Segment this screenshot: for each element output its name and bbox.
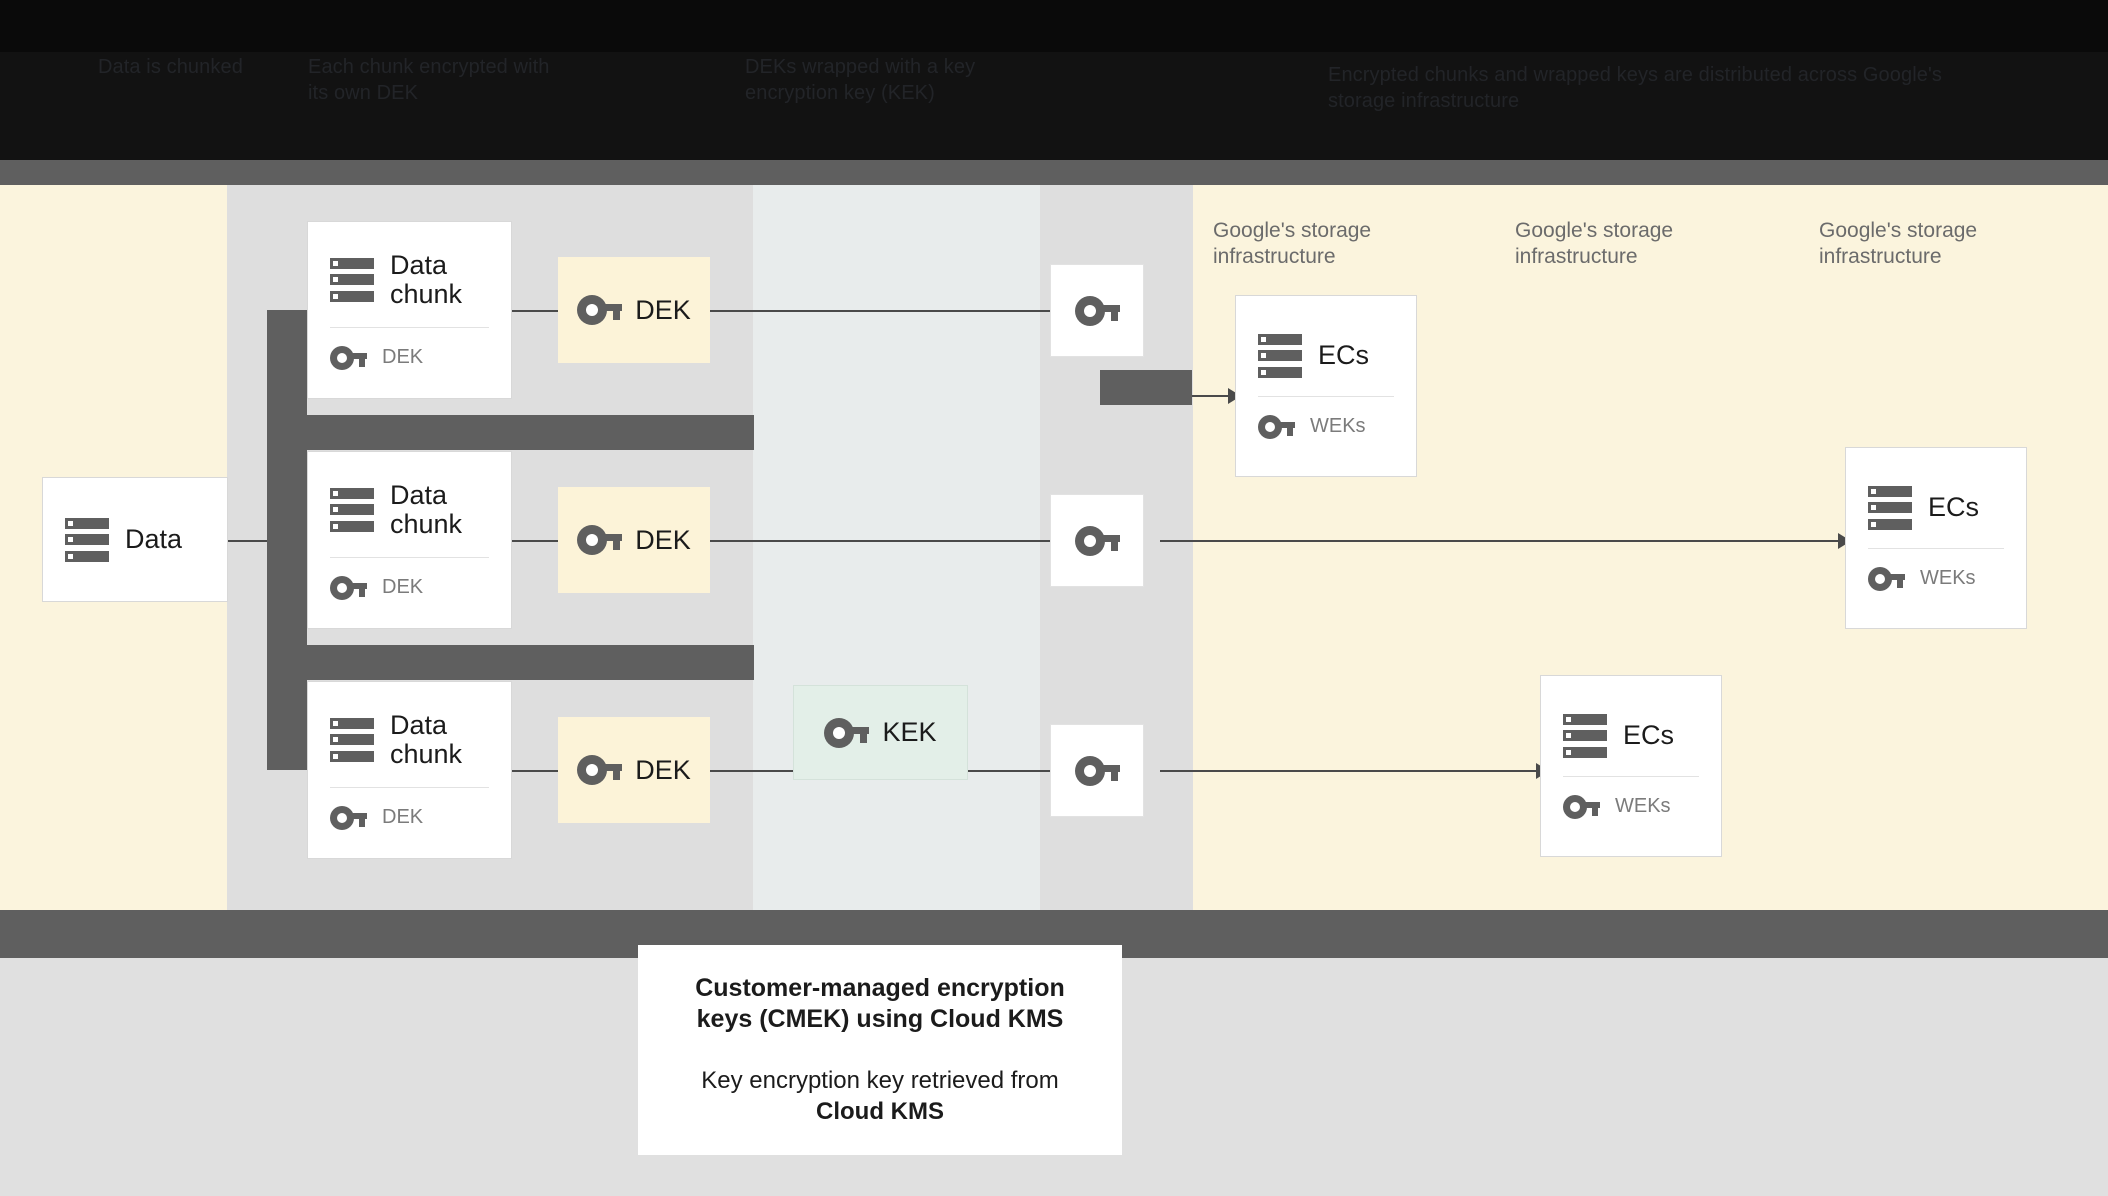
connector-chunk2-to-dek2	[508, 540, 558, 542]
header-column-4: Encrypted chunks and wrapped keys are di…	[1328, 64, 1942, 112]
ecs-2-divider	[1563, 775, 1699, 777]
header-strip: Data is chunked Each chunk encrypted wit…	[0, 0, 2108, 160]
key-icon	[824, 717, 870, 748]
chunk-2-row: Data chunk	[308, 479, 511, 539]
kek-chip-label: KEK	[882, 717, 937, 747]
chunk-1-title: Data chunk	[390, 249, 463, 309]
header-column-3: DEKs wrapped with a key encryption key (…	[745, 56, 976, 104]
ecs-1-title: ECs	[1318, 340, 1370, 370]
caption-subtitle-line1: Key encryption key retrieved from	[701, 1067, 1059, 1094]
dek-chip-3[interactable]: DEK	[558, 717, 710, 823]
highlight-bar-row2	[267, 645, 754, 680]
server-icon	[330, 487, 374, 532]
diagram-canvas: Data Data chunk DEK	[0, 185, 2108, 910]
server-icon	[1563, 713, 1607, 758]
dek-chip-2[interactable]: DEK	[558, 487, 710, 593]
ecs-3-divider	[1868, 547, 2004, 549]
server-icon	[1258, 333, 1302, 378]
chunk-3-row: Data chunk	[308, 709, 511, 769]
connector-chunk1-to-dek1	[508, 310, 558, 312]
wrapped-key-card-1[interactable]	[1050, 264, 1144, 357]
ecs-1-key-row: WEKs	[1236, 414, 1416, 439]
chunk-3-key-label: DEK	[382, 806, 424, 828]
key-icon	[330, 575, 367, 600]
ecs-2-key-row: WEKs	[1541, 794, 1721, 819]
ecs-2-title: ECs	[1623, 720, 1675, 750]
chunk-3-divider	[330, 786, 489, 788]
key-icon	[330, 345, 367, 370]
wrapped-key-card-3[interactable]	[1050, 724, 1144, 817]
ecs-card-2[interactable]: ECs WEKs	[1540, 675, 1722, 857]
chunk-2-divider	[330, 556, 489, 558]
key-icon	[1258, 414, 1295, 439]
trunk-vertical-bar	[267, 310, 307, 770]
wrapped-key-card-2[interactable]	[1050, 494, 1144, 587]
ecs-card-3[interactable]: ECs WEKs	[1845, 447, 2027, 629]
connector-dek1-to-wrap1	[708, 310, 1058, 312]
connector-wrap2-to-ecs3	[1160, 540, 1840, 542]
header-strip-inner	[0, 52, 2108, 160]
connector-kek-to-wrap2	[968, 540, 1058, 542]
top-gray-band	[0, 160, 2108, 185]
dek-chip-1[interactable]: DEK	[558, 257, 710, 363]
dek-chip-1-label: DEK	[635, 294, 691, 325]
ecs-1-divider	[1258, 395, 1394, 397]
key-icon	[330, 805, 367, 830]
data-source-label: Data	[125, 524, 183, 554]
caption-subtitle-line2: Cloud KMS	[816, 1098, 944, 1125]
chunk-2-title: Data chunk	[390, 479, 463, 539]
ecs-1-row: ECs	[1236, 333, 1416, 378]
dek-chip-3-label: DEK	[635, 754, 691, 785]
highlight-bar-wrap1	[1100, 370, 1192, 405]
dek-chip-2-label: DEK	[635, 524, 691, 555]
ecs-3-key-row: WEKs	[1846, 566, 2026, 591]
server-icon	[65, 517, 109, 562]
caption-subtitle: Key encryption key retrieved from Cloud …	[701, 1065, 1058, 1127]
ecs-3-row: ECs	[1846, 485, 2026, 530]
key-icon	[1075, 755, 1120, 786]
header-column-2: Each chunk encrypted with its own DEK	[308, 56, 550, 104]
ecs-card-1[interactable]: ECs WEKs	[1235, 295, 1417, 477]
key-icon	[1075, 525, 1120, 556]
ecs-2-row: ECs	[1541, 713, 1721, 758]
data-chunk-card-1[interactable]: Data chunk DEK	[307, 221, 512, 399]
caption-title: Customer-managed encryption keys (CMEK) …	[695, 974, 1065, 1033]
kek-chip[interactable]: KEK	[793, 685, 968, 780]
connector-chunk3-to-dek3	[508, 770, 558, 772]
connector-dek2-to-wrap2	[708, 540, 1058, 542]
data-chunk-card-3[interactable]: Data chunk DEK	[307, 681, 512, 859]
ecs-1-key-label: WEKs	[1310, 415, 1366, 437]
server-icon	[330, 257, 374, 302]
storage-label-2: Google's storage infrastructure	[1515, 219, 1674, 268]
server-icon	[330, 717, 374, 762]
chunk-1-divider	[330, 326, 489, 328]
key-icon	[1563, 794, 1600, 819]
key-icon	[577, 525, 623, 555]
header-column-1: Data is chunked	[98, 56, 243, 78]
ecs-3-key-label: WEKs	[1920, 567, 1976, 589]
ecs-3-title: ECs	[1928, 492, 1980, 522]
connector-wrap3-to-ecs2	[1160, 770, 1538, 772]
server-icon	[1868, 485, 1912, 530]
chunk-3-title: Data chunk	[390, 709, 463, 769]
data-source-card[interactable]: Data	[42, 477, 228, 602]
storage-label-3: Google's storage infrastructure	[1819, 219, 1978, 268]
storage-label-1: Google's storage infrastructure	[1213, 219, 1372, 268]
key-icon	[577, 295, 623, 325]
ecs-2-key-label: WEKs	[1615, 795, 1671, 817]
key-icon	[1868, 566, 1905, 591]
chunk-1-key-label: DEK	[382, 346, 424, 368]
chunk-2-key-label: DEK	[382, 576, 424, 598]
data-source-row: Data	[43, 517, 227, 562]
chunk-1-row: Data chunk	[308, 249, 511, 309]
key-icon	[577, 755, 623, 785]
caption-card: Customer-managed encryption keys (CMEK) …	[638, 945, 1122, 1155]
chunk-1-key-row: DEK	[308, 345, 511, 370]
data-chunk-card-2[interactable]: Data chunk DEK	[307, 451, 512, 629]
chunk-3-key-row: DEK	[308, 805, 511, 830]
highlight-bar-row1	[267, 415, 754, 450]
key-icon	[1075, 295, 1120, 326]
chunk-2-key-row: DEK	[308, 575, 511, 600]
